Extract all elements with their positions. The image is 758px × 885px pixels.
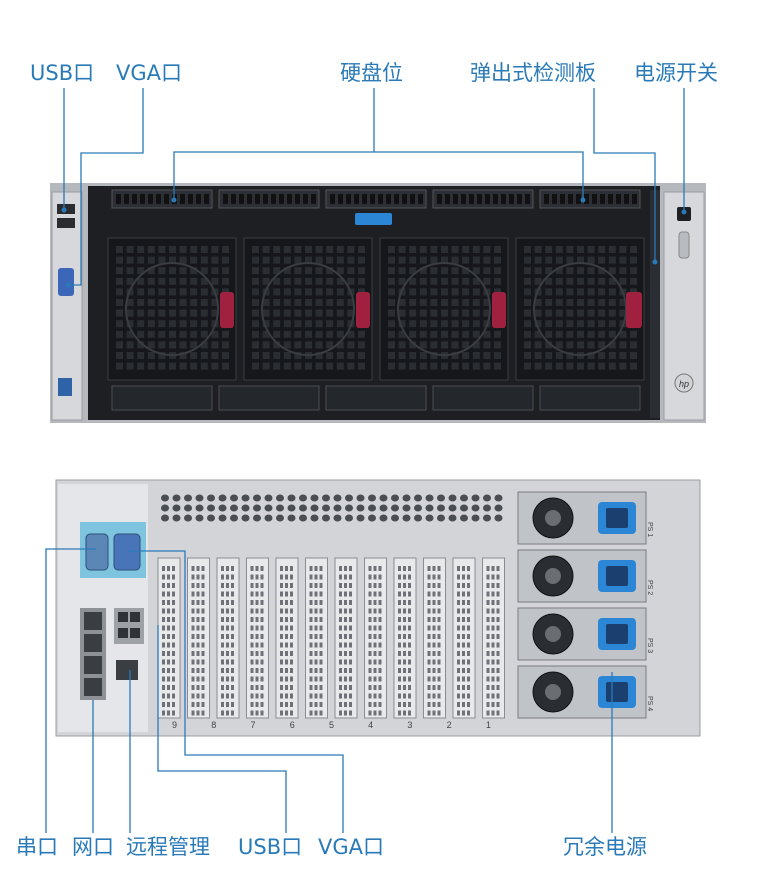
front-vga-label: VGA口 [116,61,183,85]
bottom-drive-bay [539,385,641,411]
bottom-drive-bay [325,385,427,411]
psu-label: PS 4 [646,696,653,711]
redundant-psu-label: 冗余电源 [563,835,647,859]
serial-label: 串口 [16,835,58,859]
uid-button [678,231,690,259]
hp-logo-icon [674,373,694,393]
bottom-drive-bays [111,385,641,411]
slot-number: 8 [211,720,216,730]
popout-panel-label: 弹出式检测板 [470,61,596,85]
rear-server-illustration: 9 8 7 6 5 4 3 2 1 PS 1 PS 2 PS 3 PS 4 [55,479,701,737]
slot-number: 7 [250,720,255,730]
popout-panel-strip [650,190,660,418]
intel-badge [58,378,72,396]
front-usb-label: USB口 [30,61,95,85]
fan-modules [107,237,645,381]
hp-logo-text: hp [679,379,689,389]
fan-latch [492,292,506,328]
drive-bay-row [111,189,641,209]
rear-server-view: 9 8 7 6 5 4 3 2 1 PS 1 PS 2 PS 3 PS 4 [0,470,758,740]
slot-number: 9 [172,720,177,730]
vent-grid [161,494,503,522]
fan-latch [356,292,370,328]
slot-number: 1 [486,720,491,730]
psu-label: PS 2 [646,580,653,595]
power-supplies: PS 1 PS 2 PS 3 PS 4 [517,491,653,719]
slot-number: 5 [329,720,334,730]
serial-port [85,533,109,571]
power-switch-label: 电源开关 [634,61,718,85]
rear-vga-label: VGA口 [318,835,385,859]
bottom-drive-bay [218,385,320,411]
fan-latch [220,292,234,328]
slot-number: 2 [447,720,452,730]
front-usb-port-2 [57,218,75,228]
remote-mgmt-label: 远程管理 [126,835,210,859]
bottom-drive-bay [111,385,213,411]
front-usb-port [57,204,75,214]
rear-usb-label: USB口 [238,835,303,859]
blue-handle [355,213,392,225]
drive-bays-label: 硬盘位 [340,61,403,85]
ilo-port [116,660,138,680]
fan-latch [626,292,640,328]
slot-number: 4 [368,720,373,730]
psu-label: PS 1 [646,522,653,537]
slot-number: 3 [407,720,412,730]
network-label: 网口 [72,835,114,859]
slot-number: 6 [290,720,295,730]
power-button [677,207,691,221]
front-vga-port [58,268,74,296]
psu-label: PS 3 [646,638,653,653]
rear-vga-port [113,533,141,571]
bottom-drive-bay [432,385,534,411]
